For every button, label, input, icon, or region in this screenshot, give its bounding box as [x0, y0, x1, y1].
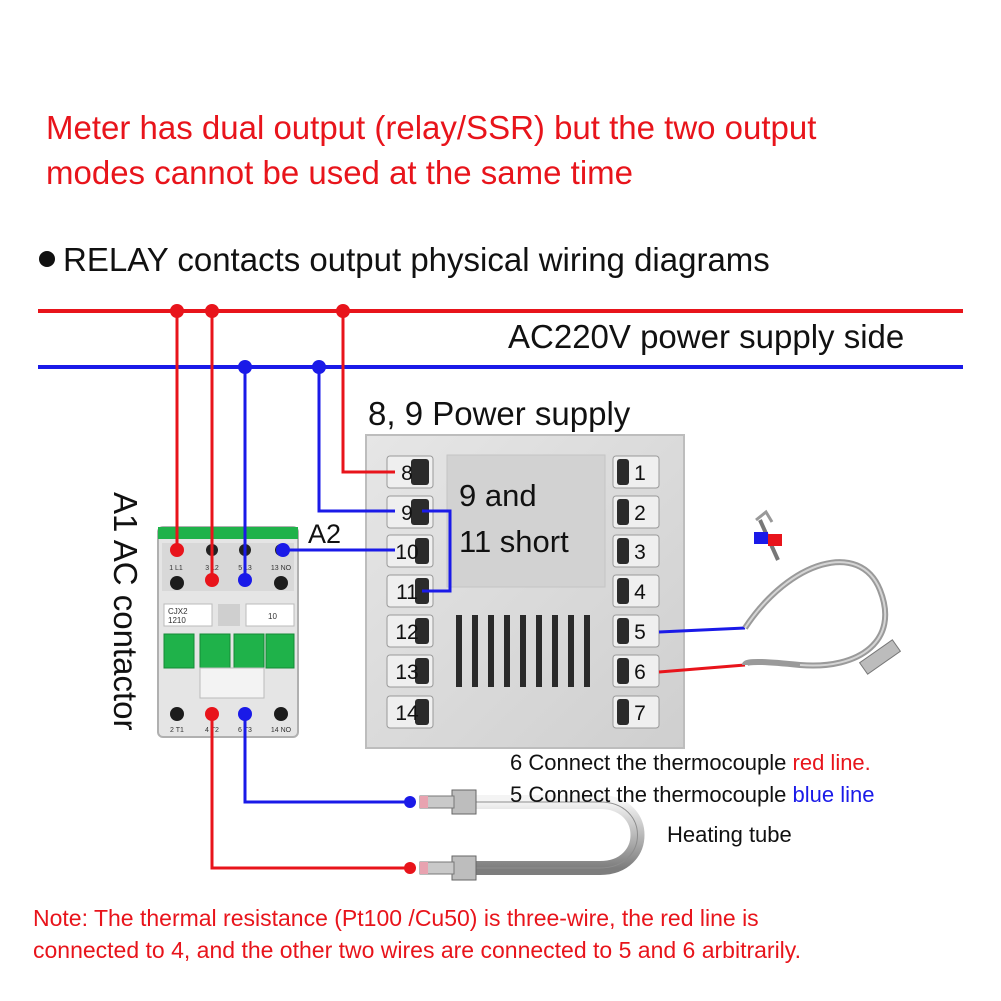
svg-text:13: 13	[395, 661, 418, 684]
svg-text:14 NO: 14 NO	[271, 727, 292, 734]
svg-text:1 L1: 1 L1	[169, 565, 183, 572]
junction-dots	[170, 304, 416, 874]
header-line-2: modes cannot be used at the same time	[46, 154, 633, 191]
meter-left-terminal-11: 11	[386, 574, 434, 608]
contactor-model-line-1: CJX2	[168, 607, 188, 616]
svg-text:13 NO: 13 NO	[271, 565, 292, 572]
meter-left-terminal-8: 8	[386, 455, 434, 489]
svg-text:2 T1: 2 T1	[170, 727, 184, 734]
heating-tube-label: Heating tube	[667, 822, 792, 847]
thermocouple-note-line-2: 5 Connect the thermocouple blue line	[510, 782, 874, 807]
svg-text:2: 2	[634, 502, 646, 525]
power-supply-label: 8, 9 Power supply	[368, 395, 631, 432]
a2-label: A2	[308, 519, 341, 549]
section-title: RELAY contacts output physical wiring di…	[63, 241, 770, 278]
meter-right-terminal-3: 3	[612, 534, 660, 568]
svg-text:8: 8	[401, 462, 413, 485]
contactor-model-line-2: 1210	[168, 616, 186, 625]
meter-right-terminal-6: 6	[612, 654, 660, 688]
meter-right-terminal-5: 5	[612, 614, 660, 648]
contactor-aux-label: 10	[268, 612, 277, 621]
svg-text:1: 1	[634, 462, 646, 485]
meter-right-terminal-1: 1	[612, 455, 660, 489]
ac-contactor: 1 L1 3 L2 5 L3 13 NO CJX2 1210 10 2 T1 4…	[157, 526, 299, 738]
power-side-label: AC220V power supply side	[508, 318, 904, 355]
meter-vent-slots	[456, 615, 590, 687]
svg-text:3: 3	[634, 541, 646, 564]
svg-text:4: 4	[634, 581, 646, 604]
footer-note-line-1: Note: The thermal resistance (Pt100 /Cu5…	[33, 905, 759, 931]
contactor-label: A1 AC contactor	[107, 492, 144, 730]
neutral-wires	[243, 367, 746, 804]
svg-text:9: 9	[401, 502, 413, 525]
bullet-icon	[39, 251, 55, 267]
svg-text:6: 6	[634, 661, 646, 684]
svg-text:12: 12	[395, 621, 418, 644]
meter-right-terminal-2: 2	[612, 495, 660, 529]
meter-left-terminal-12: 12	[386, 614, 434, 648]
svg-text:14: 14	[395, 702, 419, 725]
svg-text:11: 11	[396, 581, 418, 604]
meter-right-terminal-4: 4	[612, 574, 660, 608]
live-wires	[175, 311, 746, 870]
svg-text:10: 10	[395, 541, 418, 564]
header-line-1: Meter has dual output (relay/SSR) but th…	[46, 109, 816, 146]
svg-text:7: 7	[634, 702, 646, 725]
thermocouple-note-line-1: 6 Connect the thermocouple red line.	[510, 750, 871, 775]
meter-right-terminal-7: 7	[612, 695, 660, 729]
heating-tube	[419, 789, 645, 881]
meter-left-terminal-13: 13	[386, 654, 434, 688]
svg-text:5: 5	[634, 621, 646, 644]
meter-left-terminal-14: 14	[386, 695, 434, 729]
short-label-line-1: 9 and	[459, 478, 537, 513]
footer-note-line-2: connected to 4, and the other two wires …	[33, 937, 801, 963]
thermocouple-probe	[742, 509, 902, 675]
short-label-line-2: 11 short	[459, 524, 569, 559]
temperature-meter: 8, 9 Power supply 9 and 11 short 8 9 10 …	[365, 395, 685, 749]
